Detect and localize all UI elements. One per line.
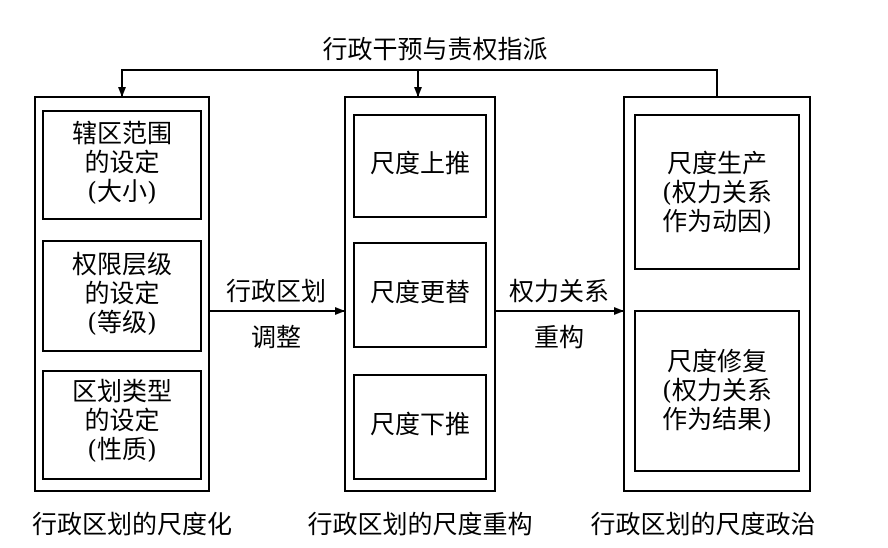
arrow-label-adjust-line1: 行政区划 xyxy=(225,277,326,306)
caption-politics: 行政区划的尺度政治 xyxy=(590,510,816,539)
box-division-type xyxy=(42,370,202,480)
arrow-label-adjust-line2: 调整 xyxy=(250,323,301,352)
label-division-type: 区划类型 的设定 (性质) xyxy=(71,377,172,464)
label-authority-level: 权限层级 的设定 (等级) xyxy=(71,250,172,337)
box-authority-level xyxy=(42,240,202,352)
label-scale-down: 尺度下推 xyxy=(369,410,470,439)
arrow-label-restructure-line2: 重构 xyxy=(533,323,584,352)
box-scale-up xyxy=(353,114,487,218)
box-scale-production xyxy=(634,114,800,270)
arrow-label-restructure-line1: 权力关系 xyxy=(508,277,609,306)
box-scale-down xyxy=(353,374,487,480)
caption-rescaling: 行政区划的尺度重构 xyxy=(307,510,533,539)
label-scale-up: 尺度上推 xyxy=(369,149,470,178)
label-scale-repair: 尺度修复 (权力关系 作为结果) xyxy=(662,347,772,434)
label-scale-replace: 尺度更替 xyxy=(369,278,470,307)
feedback-loop-line xyxy=(118,69,718,97)
box-scale-replace xyxy=(353,242,487,348)
feedback-label: 行政干预与责权指派 xyxy=(322,35,548,64)
label-jurisdiction-scope: 辖区范围 的设定 (大小) xyxy=(71,119,172,206)
box-scale-repair xyxy=(634,310,800,472)
caption-scaling: 行政区划的尺度化 xyxy=(31,510,232,539)
box-jurisdiction-scope xyxy=(42,110,202,220)
label-scale-production: 尺度生产 (权力关系 作为动因) xyxy=(662,149,772,236)
